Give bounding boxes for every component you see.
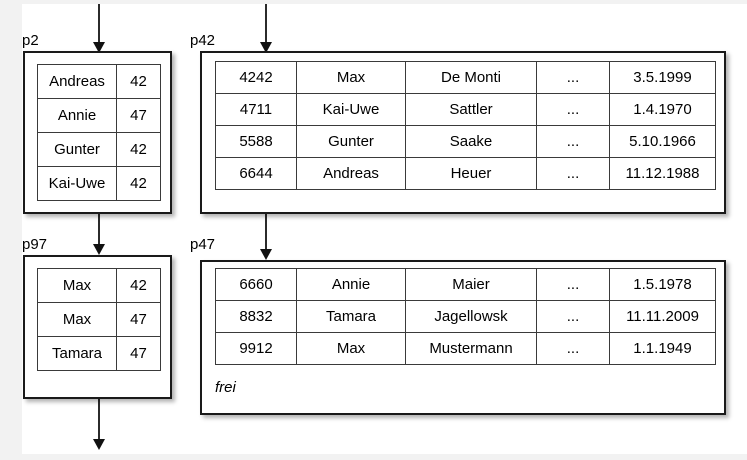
cell-id: 5588 — [215, 125, 297, 158]
cell-bucket: 47 — [116, 98, 161, 133]
cell-lastname: Saake — [405, 125, 537, 158]
cell-more: ... — [536, 268, 610, 301]
table-row[interactable]: Tamara 47 — [37, 336, 161, 371]
page-label-p97: p97 — [22, 236, 48, 253]
table-row[interactable]: Kai-Uwe 42 — [37, 166, 161, 201]
table-row[interactable]: 8832 Tamara Jagellowsk ... 11.11.2009 — [215, 300, 716, 333]
cell-name: Andreas — [37, 64, 117, 99]
cell-name: Max — [37, 302, 117, 337]
cell-date: 3.5.1999 — [609, 61, 716, 94]
page-label-p47: p47 — [190, 236, 216, 253]
cell-more: ... — [536, 300, 610, 333]
cell-name: Annie — [37, 98, 117, 133]
table-p2: Andreas 42 Annie 47 Gunter 42 Kai-Uwe 42 — [37, 64, 161, 201]
canvas-top-margin — [0, 0, 747, 4]
cell-id: 9912 — [215, 332, 297, 365]
table-p97: Max 42 Max 47 Tamara 47 — [37, 268, 161, 371]
page-label-p2: p2 — [22, 32, 39, 49]
cell-lastname: Sattler — [405, 93, 537, 126]
cell-firstname: Annie — [296, 268, 406, 301]
cell-date: 1.1.1949 — [609, 332, 716, 365]
cell-firstname: Max — [296, 332, 406, 365]
table-row[interactable]: Annie 47 — [37, 98, 161, 133]
cell-firstname: Kai-Uwe — [296, 93, 406, 126]
table-p42: 4242 Max De Monti ... 3.5.1999 4711 Kai-… — [215, 61, 716, 190]
free-space-label: frei — [215, 379, 236, 396]
cell-lastname: Jagellowsk — [405, 300, 537, 333]
table-row[interactable]: Gunter 42 — [37, 132, 161, 167]
cell-date: 1.5.1978 — [609, 268, 716, 301]
table-row[interactable]: Max 47 — [37, 302, 161, 337]
cell-name: Max — [37, 268, 117, 303]
cell-bucket: 47 — [116, 302, 161, 337]
cell-lastname: Heuer — [405, 157, 537, 190]
cell-bucket: 42 — [116, 166, 161, 201]
cell-firstname: Andreas — [296, 157, 406, 190]
canvas-left-margin — [0, 0, 22, 460]
table-row[interactable]: 5588 Gunter Saake ... 5.10.1966 — [215, 125, 716, 158]
canvas-bottom-margin — [0, 454, 747, 460]
cell-bucket: 47 — [116, 336, 161, 371]
cell-id: 6660 — [215, 268, 297, 301]
table-row[interactable]: 4711 Kai-Uwe Sattler ... 1.4.1970 — [215, 93, 716, 126]
cell-lastname: De Monti — [405, 61, 537, 94]
cell-bucket: 42 — [116, 132, 161, 167]
cell-id: 6644 — [215, 157, 297, 190]
cell-more: ... — [536, 125, 610, 158]
cell-more: ... — [536, 61, 610, 94]
cell-date: 11.12.1988 — [609, 157, 716, 190]
table-row[interactable]: 4242 Max De Monti ... 3.5.1999 — [215, 61, 716, 94]
cell-more: ... — [536, 332, 610, 365]
table-row[interactable]: Max 42 — [37, 268, 161, 303]
cell-name: Tamara — [37, 336, 117, 371]
cell-firstname: Tamara — [296, 300, 406, 333]
table-row[interactable]: 6644 Andreas Heuer ... 11.12.1988 — [215, 157, 716, 190]
cell-bucket: 42 — [116, 64, 161, 99]
table-row[interactable]: 6660 Annie Maier ... 1.5.1978 — [215, 268, 716, 301]
cell-id: 8832 — [215, 300, 297, 333]
cell-bucket: 42 — [116, 268, 161, 303]
cell-more: ... — [536, 93, 610, 126]
cell-id: 4711 — [215, 93, 297, 126]
cell-name: Kai-Uwe — [37, 166, 117, 201]
cell-id: 4242 — [215, 61, 297, 94]
cell-firstname: Gunter — [296, 125, 406, 158]
cell-more: ... — [536, 157, 610, 190]
table-p47: 6660 Annie Maier ... 1.5.1978 8832 Tamar… — [215, 268, 716, 365]
cell-date: 5.10.1966 — [609, 125, 716, 158]
cell-date: 11.11.2009 — [609, 300, 716, 333]
table-row[interactable]: 9912 Max Mustermann ... 1.1.1949 — [215, 332, 716, 365]
cell-firstname: Max — [296, 61, 406, 94]
page-label-p42: p42 — [190, 32, 216, 49]
cell-name: Gunter — [37, 132, 117, 167]
cell-lastname: Maier — [405, 268, 537, 301]
cell-date: 1.4.1970 — [609, 93, 716, 126]
cell-lastname: Mustermann — [405, 332, 537, 365]
table-row[interactable]: Andreas 42 — [37, 64, 161, 99]
